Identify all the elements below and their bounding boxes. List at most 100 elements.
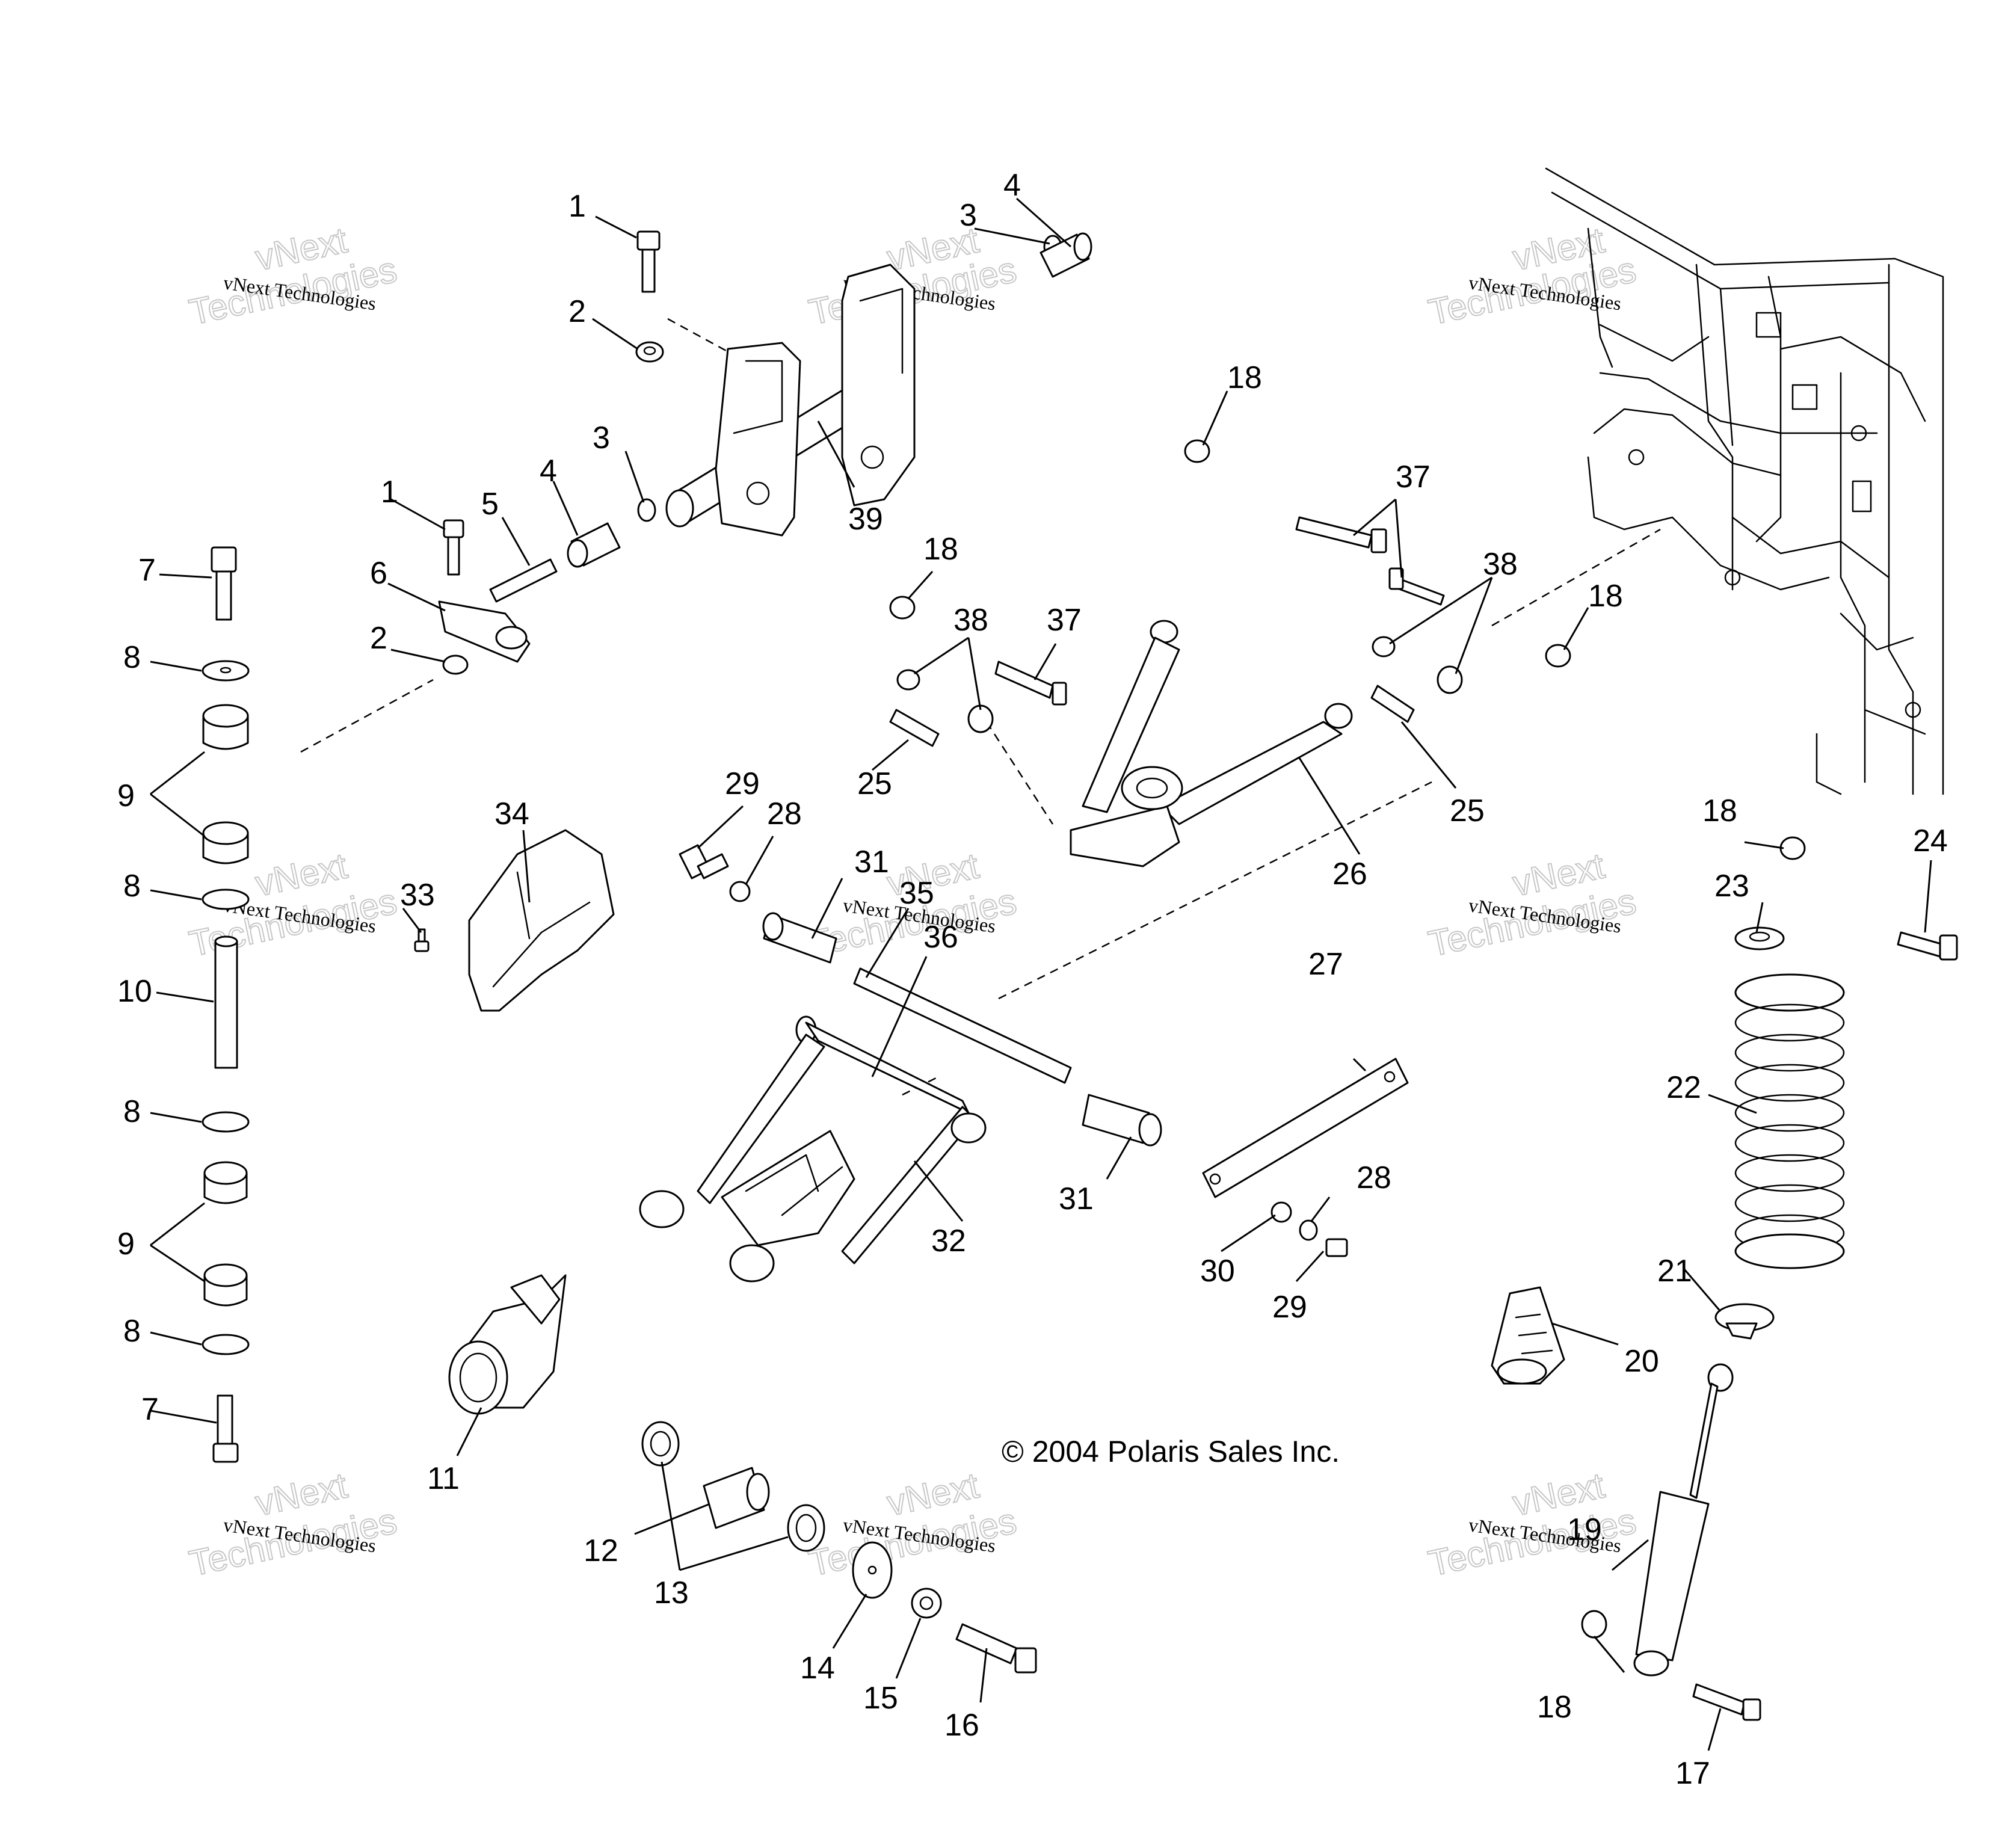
callout-3-left: 3 [593, 420, 610, 455]
callout-25-b: 25 [1450, 793, 1485, 828]
callout-21: 21 [1657, 1254, 1692, 1289]
part-8-washer-1 [202, 660, 250, 682]
callout-18-a: 18 [1227, 360, 1262, 395]
part-38-bushing-c [1372, 636, 1396, 658]
part-10-spacer-tube [214, 935, 238, 1069]
callout-15: 15 [863, 1681, 898, 1716]
part-21-spring-retainer [1714, 1303, 1775, 1340]
part-37-bolt-b [1388, 567, 1445, 606]
callout-2-top: 2 [568, 294, 586, 329]
callout-31-lower: 31 [1059, 1181, 1094, 1216]
callout-4-left: 4 [540, 454, 557, 488]
part-25-pin-a [889, 709, 940, 747]
part-5-pin [489, 558, 558, 603]
callout-labels: 1 2 3 4 3 4 1 5 6 2 39 18 37 18 38 37 38… [117, 168, 1948, 1791]
callout-14: 14 [800, 1651, 835, 1686]
vehicle-frame [1545, 167, 1944, 795]
part-38-bushing-a [896, 669, 920, 691]
callout-19: 19 [1567, 1512, 1602, 1547]
callout-12: 12 [584, 1533, 618, 1568]
callout-17: 17 [1675, 1756, 1710, 1791]
callout-1-left: 1 [381, 475, 398, 510]
watermark-bottom-left: vNext Technologies vNext Technologies [185, 1464, 401, 1584]
callout-37-a: 37 [1396, 460, 1431, 494]
part-20-boot [1491, 1286, 1565, 1385]
part-37-bolt-c [994, 661, 1067, 706]
callout-18-b: 18 [923, 532, 958, 567]
callout-28-upper: 28 [767, 796, 802, 831]
callout-5: 5 [481, 487, 499, 522]
part-15-washer [911, 1588, 942, 1619]
part-18-nut-a [1184, 439, 1210, 463]
callout-11: 11 [427, 1461, 460, 1496]
part-3-oring-left [637, 498, 656, 522]
part-38-bushing-d [1437, 665, 1463, 694]
part-24-bolt [1897, 931, 1958, 961]
callout-8-a: 8 [123, 640, 141, 675]
part-4-bushing-left [567, 522, 621, 568]
part-33-screw [414, 928, 430, 952]
part-18-nut-c [1545, 644, 1571, 668]
part-29-bolt-upper [679, 844, 729, 879]
callout-8-b: 8 [123, 869, 141, 904]
part-13-bearing-a [641, 1421, 680, 1467]
watermark-top-right: vNext Technologies vNext Technologies [1424, 219, 1640, 333]
callout-23: 23 [1714, 869, 1749, 904]
callout-2-left: 2 [370, 621, 387, 656]
part-8-washer-4 [202, 1334, 250, 1355]
callout-26: 26 [1332, 857, 1367, 892]
part-18-nut-d [1779, 836, 1806, 860]
callout-1-top: 1 [568, 189, 586, 224]
part-1-bolt-top [636, 230, 661, 293]
callout-36: 36 [923, 920, 958, 955]
callout-7-upper: 7 [138, 553, 156, 588]
part-28-washer-upper [729, 881, 751, 902]
part-1-bolt-left [443, 519, 464, 576]
leader-lines [150, 197, 1932, 1751]
callout-39: 39 [848, 502, 883, 537]
callout-31-upper: 31 [854, 845, 889, 879]
part-22-spring [1734, 973, 1845, 1269]
part-37-bolt-a [1295, 516, 1387, 553]
callout-8-c: 8 [123, 1094, 141, 1129]
part-9-bushing-lower-1 [203, 1161, 248, 1204]
part-7-bolt-lower [212, 1394, 239, 1463]
part-11-knuckle [448, 1274, 567, 1415]
callout-3-top: 3 [959, 198, 977, 233]
part-13-bearing-b [787, 1504, 825, 1552]
part-31-bushing-lower [1082, 1094, 1162, 1147]
callout-27: 27 [1308, 947, 1343, 982]
callout-10: 10 [117, 974, 152, 1009]
callout-6: 6 [370, 556, 387, 591]
callout-28-lower: 28 [1357, 1160, 1391, 1195]
part-8-washer-2 [202, 889, 250, 910]
part-9-bushing-upper-1 [202, 704, 249, 750]
callout-18-c: 18 [1588, 579, 1623, 614]
watermark-bottom-center: vNext Technologies vNext Technologies [805, 1464, 1021, 1584]
part-23-spring-seat [1734, 926, 1785, 950]
part-9-bushing-upper-2 [202, 821, 249, 864]
callout-32: 32 [931, 1224, 966, 1258]
part-31-bushing-upper [762, 912, 837, 964]
callout-24: 24 [1913, 824, 1948, 858]
callout-20: 20 [1624, 1344, 1659, 1379]
part-28-washer-lower [1299, 1219, 1318, 1241]
callout-13: 13 [654, 1575, 689, 1610]
part-18-nut-e [1581, 1610, 1607, 1639]
copyright-notice: © 2004 Polaris Sales Inc. [1002, 1435, 1340, 1468]
part-18-nut-b [889, 596, 916, 620]
callout-38-b: 38 [1483, 547, 1518, 582]
part-12-spacer [703, 1467, 770, 1529]
callout-9-lower: 9 [117, 1227, 135, 1261]
callout-35: 35 [899, 876, 934, 911]
part-25-pin-b [1370, 685, 1415, 723]
callout-18-d: 18 [1702, 793, 1737, 828]
part-7-bolt-upper [211, 546, 237, 621]
callout-8-d: 8 [123, 1314, 141, 1349]
callout-22: 22 [1666, 1070, 1701, 1105]
part-30-washer [1270, 1201, 1292, 1223]
callout-25-a: 25 [857, 766, 892, 801]
part-17-bolt [1692, 1683, 1761, 1721]
part-6-bracket [438, 600, 531, 663]
part-26-upper-a-arm [1070, 620, 1353, 867]
